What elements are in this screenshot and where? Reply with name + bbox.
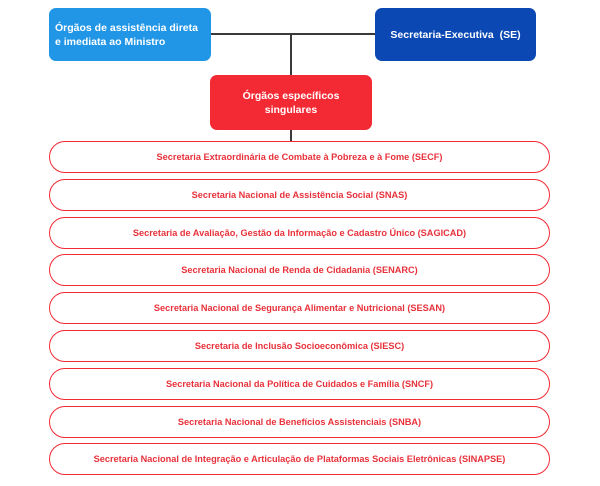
direct-assistance-organs-label: Órgãos de assistência direta e imediata … [55,21,198,48]
secretariat-secf: Secretaria Extraordinária de Combate à P… [49,141,550,173]
direct-assistance-organs-box: Órgãos de assistência direta e imediata … [49,8,211,61]
specific-organs-label: Órgãos específicos singulares [242,89,340,116]
secretariat-list: Secretaria Extraordinária de Combate à P… [49,141,550,481]
executive-secretariat-label: Secretaria-Executiva (SE) [390,28,521,41]
executive-secretariat-box: Secretaria-Executiva (SE) [375,8,536,61]
connector-vertical-lower [290,130,292,142]
secretariat-sagicad: Secretaria de Avaliação, Gestão da Infor… [49,216,550,249]
secretariat-sinapse: Secretaria Nacional de Integração e Arti… [49,443,550,476]
secretariat-siesc: Secretaria de Inclusão Socioeconômica (S… [49,329,550,362]
secretariat-sncf: Secretaria Nacional da Política de Cuida… [49,367,550,400]
secretariat-snas: Secretaria Nacional de Assistência Socia… [49,178,550,211]
secretariat-senarc: Secretaria Nacional de Renda de Cidadani… [49,254,550,287]
connector-vertical-upper [290,33,292,75]
connector-horizontal [211,33,375,35]
specific-organs-box: Órgãos específicos singulares [210,75,372,130]
secretariat-snba: Secretaria Nacional de Benefícios Assist… [49,405,550,438]
secretariat-sesan: Secretaria Nacional de Segurança Aliment… [49,292,550,325]
